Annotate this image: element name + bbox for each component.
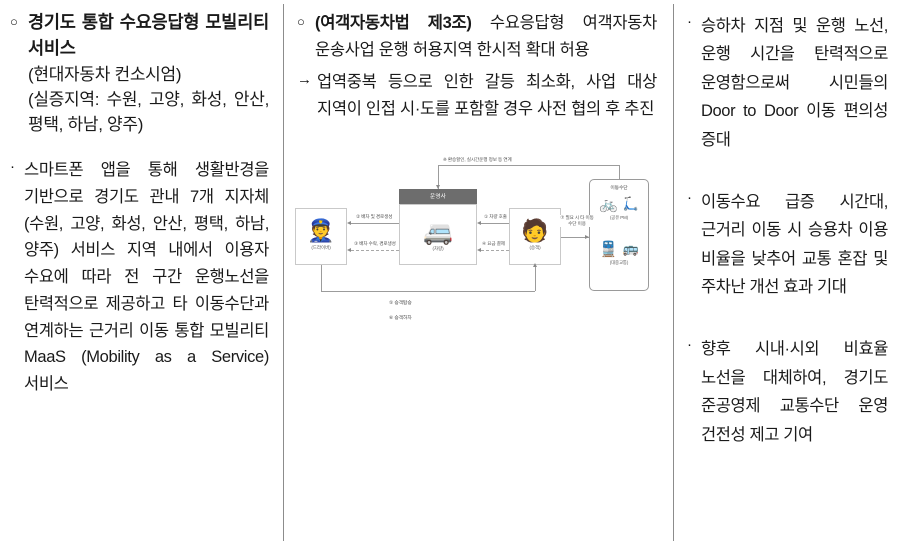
bullet-dot-icon: · (687, 336, 692, 354)
left-body-text: 스마트폰 앱을 통해 생활반경을 기반으로 경기도 관내 7개 지자체(수원, … (24, 157, 269, 397)
footer-label-5: ⑤ 승객탑승 (389, 300, 412, 306)
shared-pm-group: 🚲 🛴 (공유 PM) (590, 194, 648, 221)
bike-icon: 🚲 (599, 194, 618, 213)
left-column: ○ 경기도 통합 수요응답형 모빌리티 서비스 (현대자동차 컨소시엄) (실증… (0, 0, 283, 549)
diagram-line (561, 236, 589, 238)
diagram-top-note: ※ 환승할인, 실시간운행 정보 등 연계 (443, 156, 512, 162)
vehicle-caption: (차량) (432, 246, 444, 252)
user-icon: 🧑 (521, 219, 549, 245)
public-transit-label: (대중교통) (609, 259, 629, 265)
diagram-line (619, 164, 620, 179)
consultation-text: 업역중복 등으로 인한 갈등 최소화, 사업 대상 지역이 인접 시·도를 포함… (317, 69, 657, 122)
law-reference: (여객자동차법 제3조) (315, 14, 472, 32)
modes-title: 이동수단 (610, 185, 628, 191)
user-caption: (승객) (529, 245, 541, 251)
flow-label-2: ② 배차 및 경로생성 (355, 213, 394, 220)
flow-label-1: ① 차량 호출 (483, 213, 508, 220)
diagram-line (481, 222, 509, 224)
diagram-arrow-icon (436, 184, 440, 189)
diagram-line (321, 264, 322, 291)
benefit-paragraph-3: 향후 시내·시외 비효율 노선을 대체하여, 경기도 준공영제 교통수단 운영 … (701, 340, 888, 444)
bullet-circle-icon: ○ (297, 14, 305, 29)
driver-caption: (드라이버) (311, 245, 331, 251)
bullet-dot-icon: · (687, 13, 692, 30)
consultation-paragraph: 업역중복 등으로 인한 갈등 최소화, 사업 대상 지역이 인접 시·도를 포함… (317, 73, 657, 119)
bullet-dot-icon: · (687, 188, 692, 206)
law-body: 수요응답형 여객자동차 운송사업 운행 허용지역 한시적 확대 허용 (315, 14, 657, 59)
service-title: 경기도 통합 수요응답형 모빌리티 서비스 (28, 12, 269, 58)
diagram-arrow-icon (477, 247, 481, 252)
diagram-line (438, 164, 619, 166)
benefit-block-1: · 승하차 지점 및 운행 노선, 운행 시간을 탄력적으로 운영함으로써 시민… (687, 12, 888, 154)
benefit-paragraph-1: 승하차 지점 및 운행 노선, 운행 시간을 탄력적으로 운영함으로써 시민들의… (701, 17, 888, 149)
column-divider-2 (673, 4, 674, 541)
driver-node: 👮 (드라이버) (295, 207, 347, 265)
consultation-block: → 업역중복 등으로 인한 갈등 최소화, 사업 대상 지역이 인접 시·도를 … (297, 69, 657, 122)
driver-icon: 👮 (307, 219, 335, 245)
law-paragraph: (여객자동차법 제3조) 수요응답형 여객자동차 운송사업 운행 허용지역 한시… (315, 10, 657, 63)
diagram-line (321, 290, 535, 292)
shared-pm-label: (공유 PM) (609, 214, 629, 220)
law-block: ○ (여객자동차법 제3조) 수요응답형 여객자동차 운송사업 운행 허용지역 … (297, 10, 657, 63)
flow-label-3: ③ 배차 수락, 경로생성 (353, 240, 397, 247)
train-icon: 🚆 (599, 239, 618, 258)
benefit-block-3: · 향후 시내·시외 비효율 노선을 대체하여, 경기도 준공영제 교통수단 운… (687, 335, 888, 449)
shared-pm-icons: 🚲 🛴 (590, 194, 648, 213)
left-heading-block: ○ 경기도 통합 수요응답형 모빌리티 서비스 (현대자동차 컨소시엄) (실증… (10, 10, 269, 137)
law-text: (여객자동차법 제3조) 수요응답형 여객자동차 운송사업 운행 허용지역 한시… (315, 10, 657, 63)
bullet-circle-icon: ○ (10, 14, 18, 29)
drt-flow-diagram: ※ 환승할인, 실시간운행 정보 등 연계 운영사 👮 (드라이버) 🚐 (차량… (293, 151, 653, 336)
left-heading-text: 경기도 통합 수요응답형 모빌리티 서비스 (현대자동차 컨소시엄) (실증지역… (28, 10, 269, 137)
flow-label-4: ④ 요금 결제 (481, 240, 506, 247)
footer-label-6: ⑥ 승객하차 (389, 315, 412, 321)
diagram-line (351, 222, 399, 224)
operator-node: 운영사 (399, 188, 477, 204)
middle-column: ○ (여객자동차법 제3조) 수요응답형 여객자동차 운송사업 운행 허용지역 … (283, 0, 673, 549)
benefit-text-1: 승하차 지점 및 운행 노선, 운행 시간을 탄력적으로 운영함으로써 시민들의… (701, 12, 888, 154)
right-column: · 승하차 지점 및 운행 노선, 운행 시간을 탄력적으로 운영함으로써 시민… (673, 0, 900, 549)
user-node: 🧑 (승객) (509, 207, 561, 265)
benefit-paragraph-2: 이동수요 급증 시간대, 근거리 이동 시 승용차 이용 비율을 낮추어 교통 … (701, 192, 888, 296)
diagram-arrow-icon (347, 220, 351, 225)
bullet-dot-icon: · (10, 158, 15, 176)
diagram-line (438, 164, 439, 189)
benefit-text-3: 향후 시내·시외 비효율 노선을 대체하여, 경기도 준공영제 교통수단 운영 … (701, 335, 888, 449)
bus-icon: 🚌 (622, 241, 639, 257)
flow-label-7: ⑦ 필요 시 타 이동수단 이용 (559, 214, 595, 228)
service-description: 스마트폰 앱을 통해 생활반경을 기반으로 경기도 관내 7개 지자체(수원, … (24, 161, 269, 393)
public-transit-group: 🚆 🚌 (대중교통) (590, 239, 648, 266)
van-icon: 🚐 (423, 218, 453, 247)
column-divider-1 (283, 4, 284, 541)
diagram-line-dashed (481, 249, 509, 251)
consortium-note: (현대자동차 컨소시엄) (28, 64, 182, 84)
mobility-modes-panel: 이동수단 🚲 🛴 (공유 PM) 🚆 🚌 (대중교통) (589, 178, 649, 291)
left-body-block: · 스마트폰 앱을 통해 생활반경을 기반으로 경기도 관내 7개 지자체(수원… (10, 157, 269, 397)
diagram-line-dashed (351, 249, 399, 251)
benefit-block-2: · 이동수요 급증 시간대, 근거리 이동 시 승용차 이용 비율을 낮추어 교… (687, 188, 888, 302)
diagram-arrow-icon (533, 262, 537, 267)
diagram-arrow-icon (347, 247, 351, 252)
public-transit-icons: 🚆 🚌 (590, 239, 648, 258)
scooter-icon: 🛴 (622, 196, 639, 212)
arrow-right-icon: → (297, 71, 312, 89)
diagram-line (535, 264, 536, 291)
diagram-arrow-icon (477, 220, 481, 225)
vehicle-node: 🚐 (차량) (399, 203, 477, 265)
diagram-arrow-icon (585, 234, 589, 239)
pilot-region-note: (실증지역: 수원, 고양, 화성, 안산, 평택, 하남, 양주) (28, 89, 269, 135)
benefit-text-2: 이동수요 급증 시간대, 근거리 이동 시 승용차 이용 비율을 낮추어 교통 … (701, 188, 888, 302)
